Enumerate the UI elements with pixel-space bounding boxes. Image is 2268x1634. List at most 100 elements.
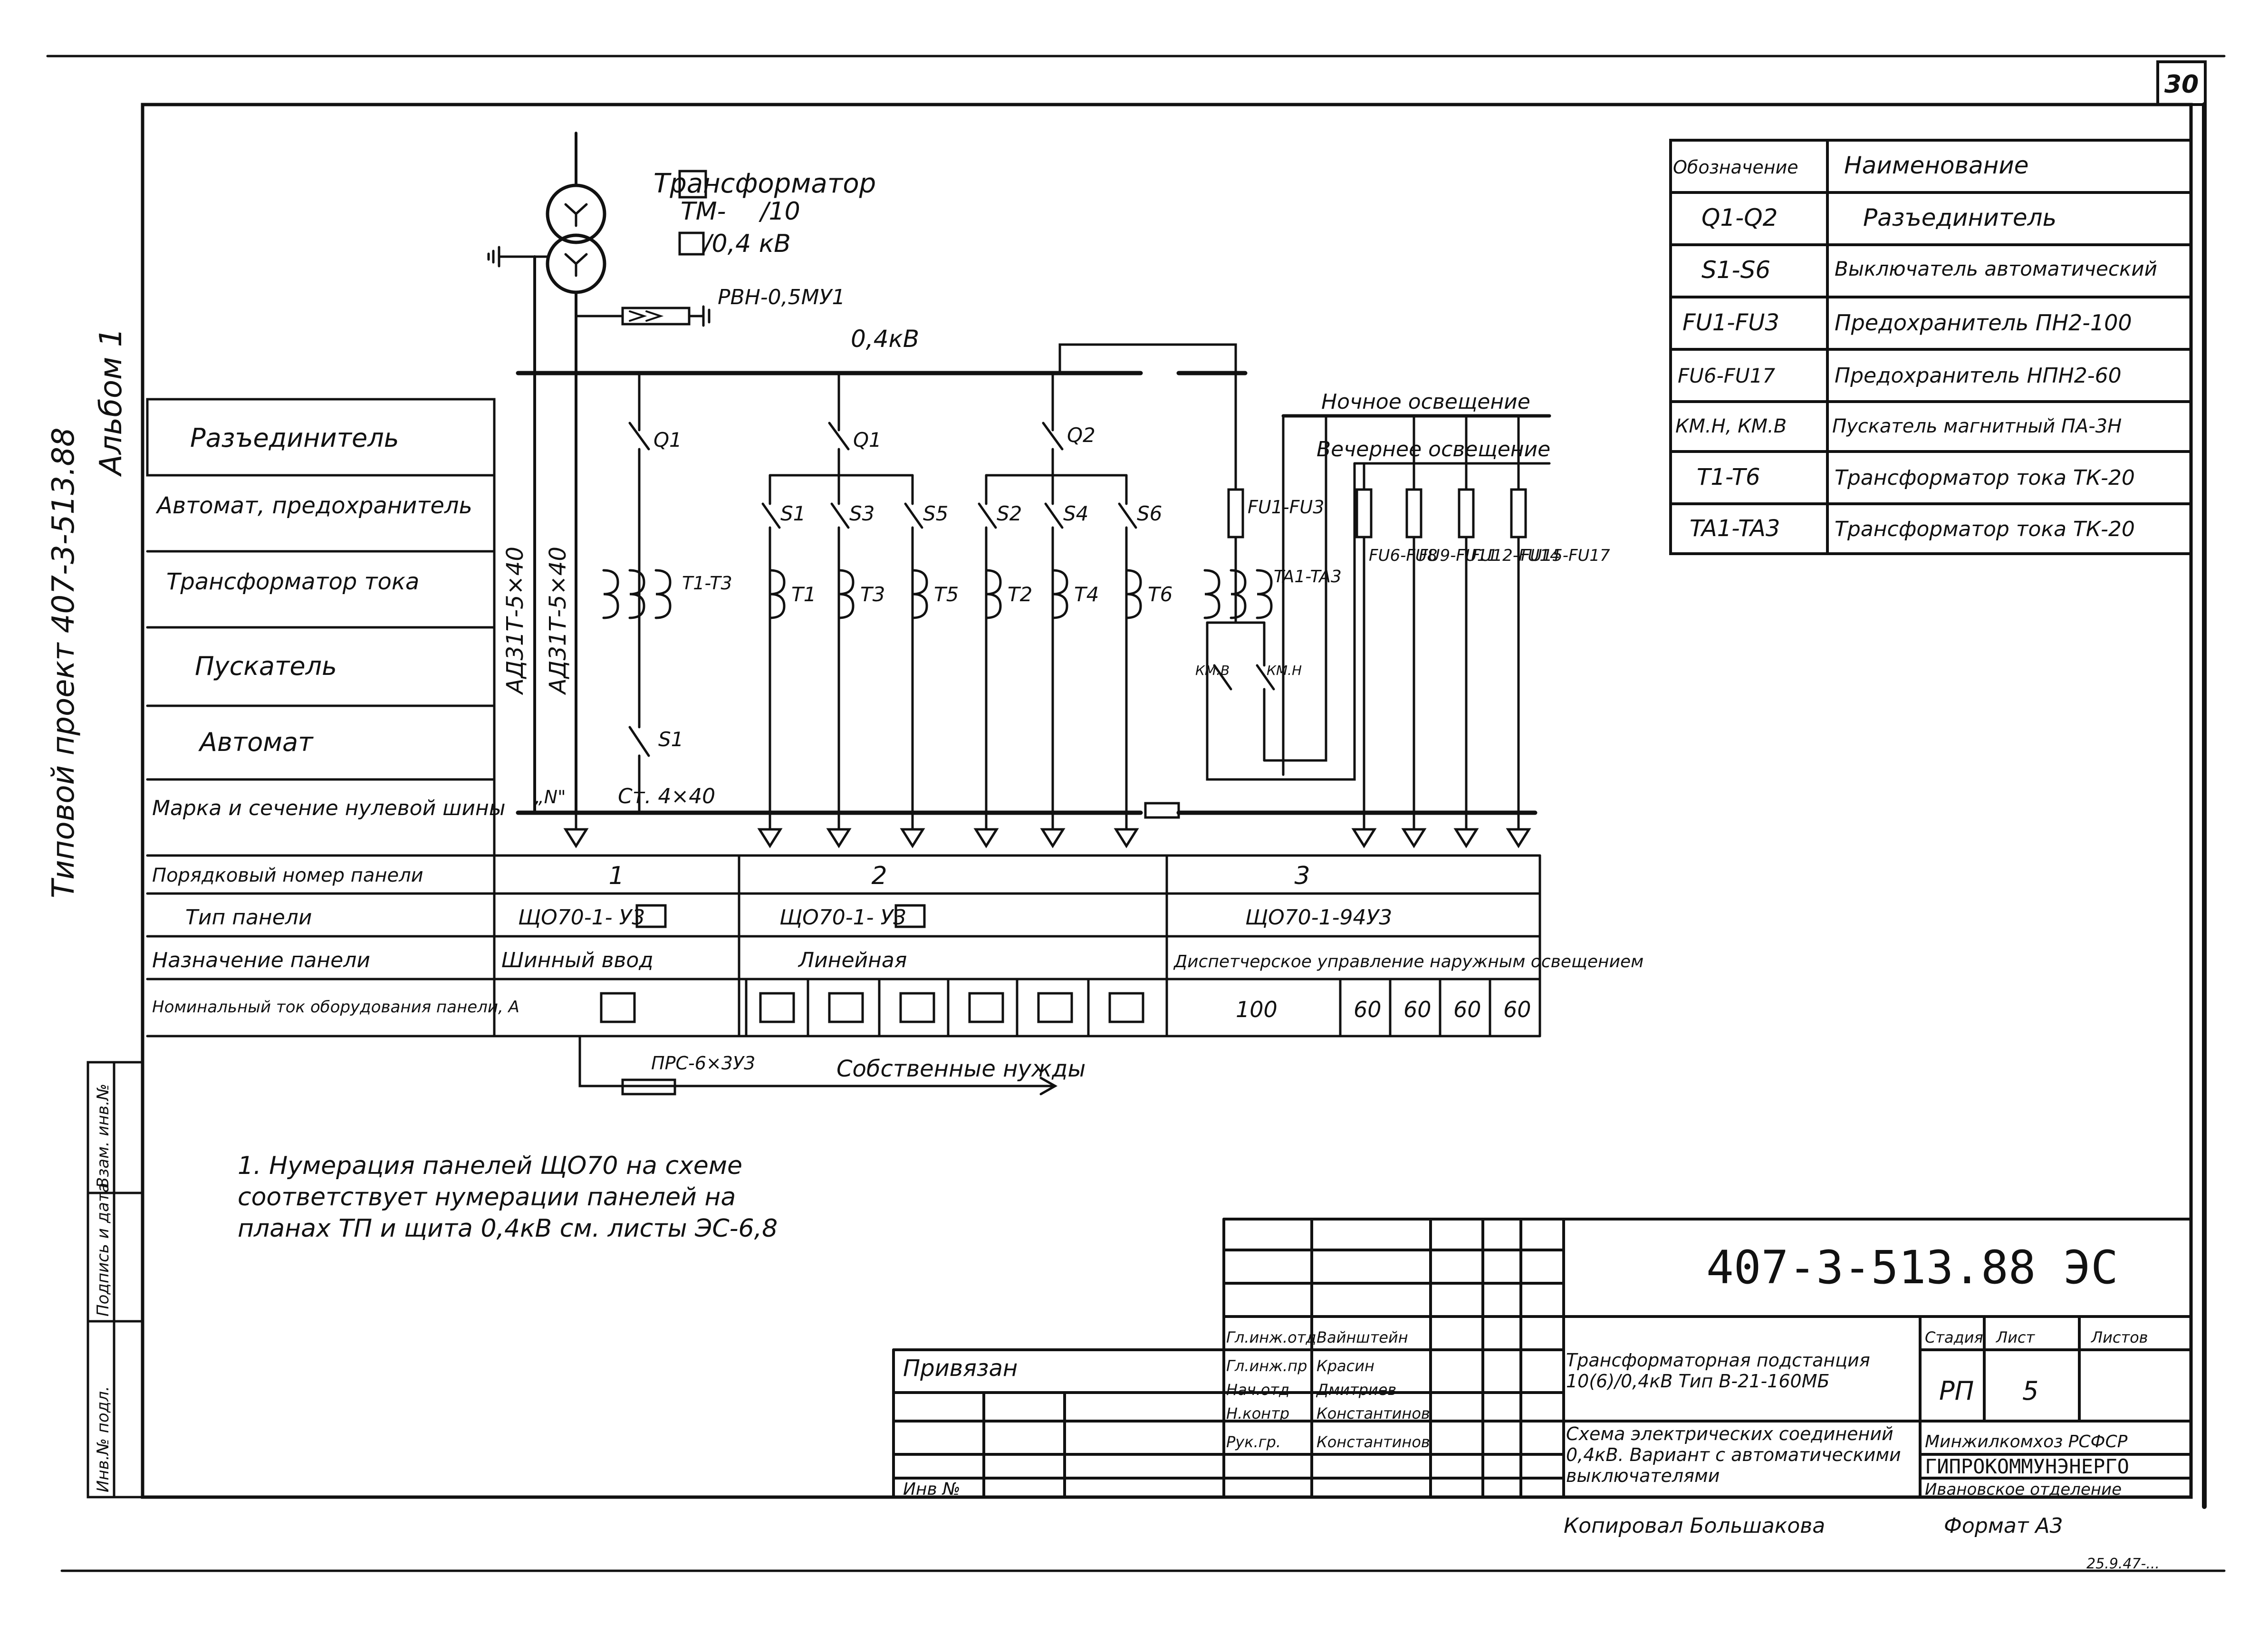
bus-voltage-label: 0,4кВ	[851, 325, 919, 353]
table-header-current: Номинальный ток оборудования панели, А	[152, 998, 519, 1017]
stamp-name-2: Красин	[1317, 1357, 1374, 1375]
stamp-org-2: ГИПРОКОММУНЭНЕРГО	[1925, 1455, 2129, 1478]
label-S3: S3	[849, 502, 875, 525]
label-T1-T3: T1-T3	[682, 573, 732, 594]
stamp-org-1: Минжилкомхоз РСФСР	[1925, 1432, 2128, 1451]
panel-1-number: 1	[608, 862, 624, 890]
lighting-fuse-group	[1355, 414, 1527, 814]
current-transformers	[602, 569, 1273, 619]
legend-code-2: S1-S6	[1701, 256, 1770, 284]
contactor-KMV	[1213, 664, 1232, 691]
label-Q1-linear: Q1	[853, 428, 882, 452]
stamp-stage-header: Стадия	[1925, 1328, 1983, 1346]
stamp-role-5: Рук.гр.	[1226, 1433, 1281, 1451]
label-S2: S2	[997, 502, 1022, 525]
panel-table	[146, 170, 1541, 1038]
outgoing-arrows	[563, 811, 1531, 848]
panel-3-type: ЩО70-1-94У3	[1245, 905, 1392, 930]
label-FU6-FU8: FU6-FU8	[1369, 546, 1437, 565]
legend-name-5: Пускатель магнитный ПА-3Н	[1832, 415, 2122, 437]
title-block	[892, 1218, 2192, 1499]
note-block: 1. Нумерация панелей ЩО70 на схеме соотв…	[238, 1152, 778, 1243]
stamp-title-2: Схема электрических соединений 0,4кВ. Ва…	[1566, 1423, 1901, 1486]
panel-3-current-60-c: 60	[1453, 997, 1481, 1022]
panel-3-current-60-d: 60	[1503, 997, 1531, 1022]
stamp-role-4: Н.контр	[1226, 1404, 1289, 1423]
stamp-name-3: Дмитриев	[1316, 1381, 1396, 1399]
label-FU12-FU14: FU12-FU14	[1471, 546, 1560, 565]
stamp-name-1: Вайнштейн	[1317, 1328, 1408, 1346]
row-label-disconnector: Разъединитель	[190, 423, 399, 453]
legend-name-1: Разъединитель	[1863, 204, 2057, 231]
side-title-project: Типовой проект 407-3-513.88	[46, 427, 81, 898]
bottom-code: 25.9.47-...	[2086, 1556, 2160, 1572]
label-T6: T6	[1148, 583, 1172, 606]
label-KMV: КМ.В	[1195, 663, 1230, 678]
arrester-label: РВН-0,5МУ1	[718, 285, 845, 309]
legend-code-6: T1-T6	[1697, 464, 1760, 490]
label-S4: S4	[1063, 502, 1088, 525]
stamp-stage: РП	[1939, 1376, 1974, 1406]
stamp-role-3: Нач.отд	[1226, 1381, 1289, 1399]
own-needs-cable: ПРС-6×3У3	[651, 1053, 755, 1074]
arrester-symbol	[621, 307, 691, 326]
legend-header-name: Наименование	[1844, 152, 2029, 179]
drawing-code: 407-3-513.88 ЭС	[1706, 1241, 2118, 1294]
row-label-table	[146, 398, 496, 857]
transformer-ratio: /10	[759, 197, 800, 226]
label-S1-input: S1	[658, 728, 683, 751]
feeder-breakers	[761, 474, 1137, 814]
stamp-name-4: Константинов	[1317, 1404, 1430, 1423]
label-T5: T5	[934, 583, 959, 606]
panel-3-current-60-a: 60	[1354, 997, 1382, 1022]
cable-label-1: АД31Т-5×40	[502, 547, 529, 695]
legend-name-2: Выключатель автоматический	[1835, 257, 2157, 280]
stamp-sheets-header: Листов	[2091, 1328, 2148, 1346]
panel-1-purpose: Шинный ввод	[501, 948, 653, 972]
table-header-purpose: Назначение панели	[152, 948, 370, 972]
panel-1-type: ЩО70-1- У3	[518, 905, 645, 930]
label-S5: S5	[923, 502, 948, 525]
legend-code-4: FU6-FU17	[1678, 364, 1775, 387]
legend-code-3: FU1-FU3	[1682, 309, 1779, 336]
label-KMN: КМ.Н	[1267, 663, 1302, 678]
panel-2-type: ЩО70-1- У3	[779, 905, 906, 930]
legend-code-1: Q1-Q2	[1701, 204, 1778, 231]
legend-code-5: КМ.Н, КМ.В	[1675, 415, 1787, 437]
ground-bar-label: Ст. 4×40	[618, 784, 715, 808]
note-text: 1. Нумерация панелей ЩО70 на схеме соотв…	[238, 1152, 778, 1243]
own-needs-label: Собственные нужды	[836, 1056, 1086, 1082]
label-Q1: Q1	[653, 428, 682, 452]
ground-symbol	[487, 246, 500, 268]
disconnector-Q2	[1042, 422, 1064, 451]
stamp-title1-box: Трансформаторная подстанция 10(6)/0,4кВ …	[1566, 1350, 1870, 1392]
side-title-album: Альбом 1	[94, 328, 129, 477]
label-T1: T1	[791, 583, 816, 606]
legend-name-7: Трансформатор тока ТК-20	[1835, 517, 2135, 541]
label-FU9-FU11: FU9-FU11	[1419, 546, 1498, 565]
label-S1: S1	[780, 502, 806, 525]
fuse-FU1-FU3	[1227, 488, 1244, 538]
sheet-number: 30	[2164, 70, 2199, 99]
disconnector-Q1	[628, 422, 650, 451]
row-label-current-transformer: Трансформатор тока	[166, 568, 419, 595]
transformer-voltage: /0,4 кВ	[702, 230, 791, 258]
row-label-breaker-fuse: Автомат, предохранитель	[155, 492, 472, 519]
transformer-model-prefix: ТМ-	[681, 197, 726, 226]
transformer-title: Трансформатор	[653, 168, 876, 199]
row-label-starter: Пускатель	[195, 651, 337, 681]
label-TA1-TA3: TA1-TA3	[1274, 567, 1342, 586]
label-T3: T3	[860, 583, 885, 606]
neutral-label: „N"	[535, 787, 566, 807]
table-header-type: Тип панели	[185, 905, 312, 930]
stamp-name-5: Константинов	[1317, 1433, 1430, 1451]
stamp-role-1: Гл.инж.отд	[1226, 1328, 1317, 1346]
panel-3-purpose: Диспетчерское управление наружным освеще…	[1173, 952, 1643, 971]
night-lighting-label: Ночное освещение	[1321, 390, 1530, 414]
legend-table	[1669, 139, 2192, 555]
label-FU1-FU3: FU1-FU3	[1248, 497, 1324, 518]
sheet-number-box	[2156, 60, 2207, 106]
legend-name-4: Предохранитель НПН2-60	[1835, 364, 2122, 388]
sheet-frame	[141, 103, 2193, 1499]
